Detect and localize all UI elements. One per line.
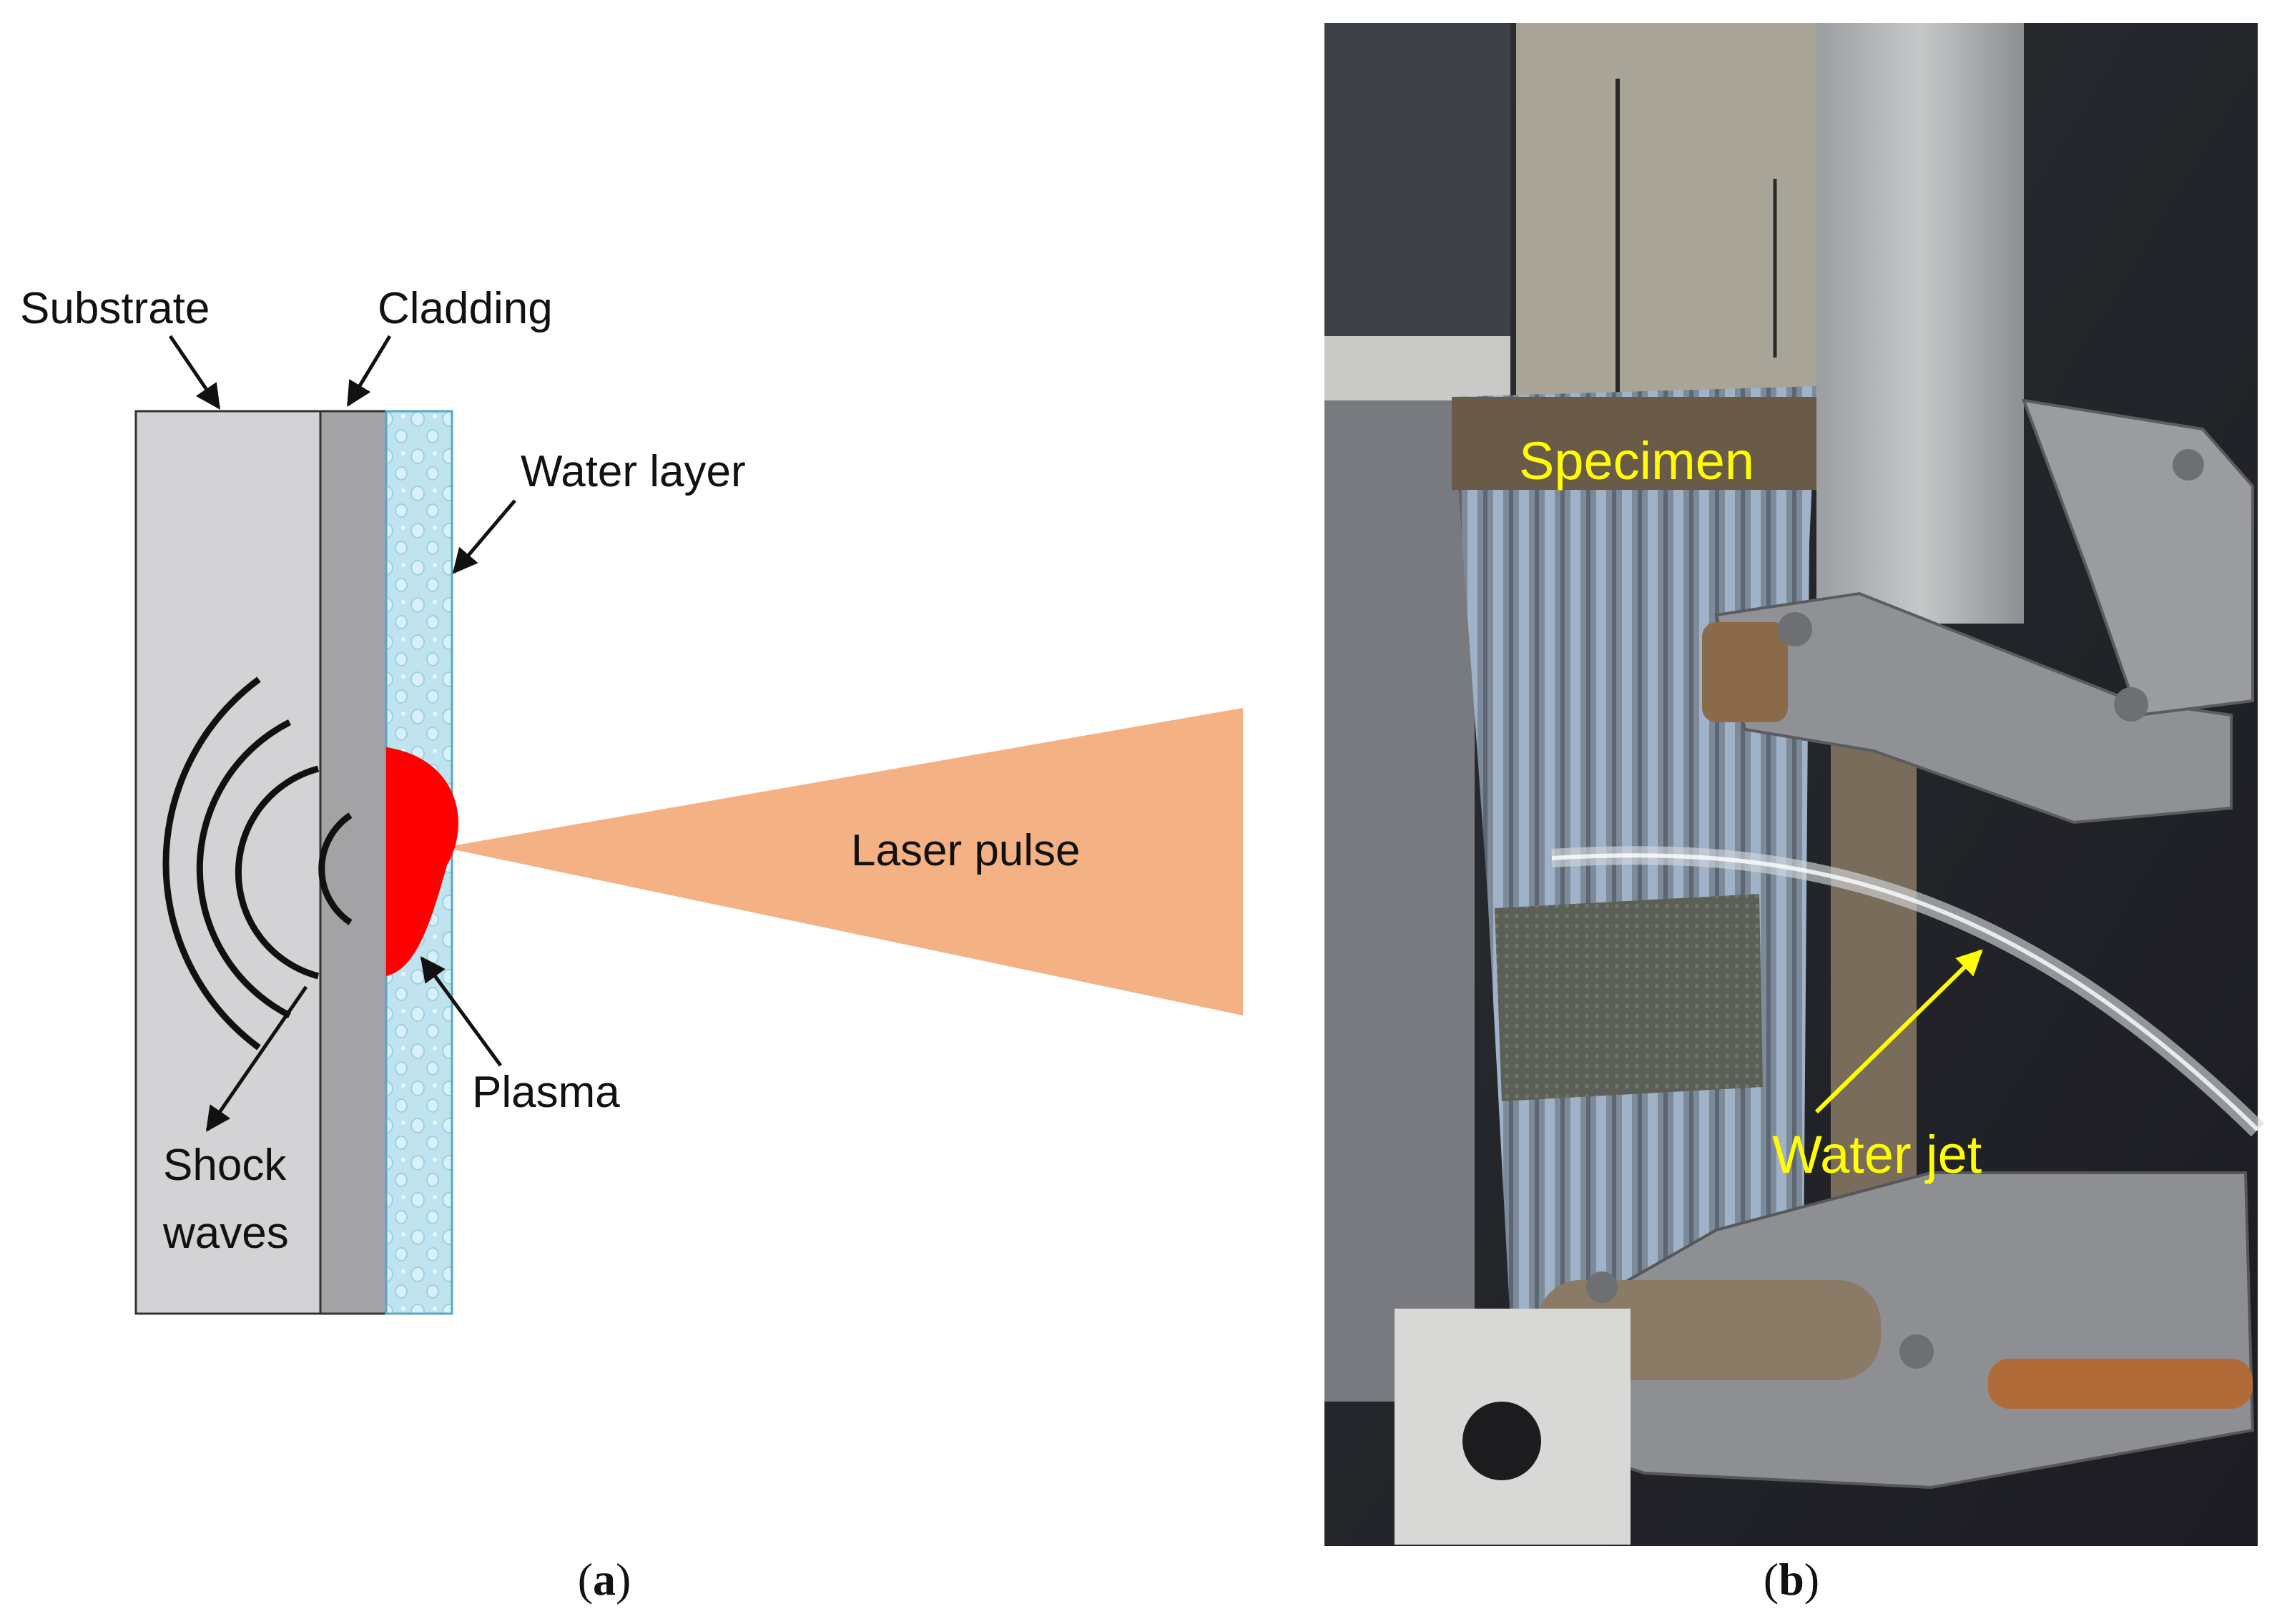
label-specimen: Specimen	[1519, 431, 1754, 491]
label-arrows	[168, 335, 516, 1132]
cladding-layer	[319, 410, 388, 1315]
plasma-blob	[386, 747, 458, 976]
label-laser-pulse: Laser pulse	[851, 826, 1081, 875]
label-plasma: Plasma	[472, 1068, 620, 1117]
vertical-bar	[1516, 23, 1816, 402]
label-water-layer: Water layer	[521, 447, 746, 496]
fixture-plate	[1324, 400, 1475, 1402]
label-cladding: Cladding	[378, 284, 553, 333]
label-shock-line2: waves	[162, 1209, 289, 1258]
shock-waves	[162, 676, 353, 1050]
caption-b: (b)	[1764, 1554, 1819, 1605]
panel-a-diagram: Substrate Cladding Water layer Laser pul…	[20, 284, 1243, 1605]
label-water-jet: Water jet	[1772, 1125, 1982, 1184]
label-shock-line1: Shock	[163, 1141, 287, 1190]
panel-b-photo: Specimen Water jet (b)	[1324, 23, 2265, 1605]
water-jet-arrow	[1814, 949, 1983, 1114]
laser-pulse-beam	[443, 708, 1243, 1015]
label-substrate: Substrate	[20, 284, 210, 333]
caption-a: (a)	[578, 1554, 631, 1605]
upper-clamp	[1714, 591, 2233, 825]
